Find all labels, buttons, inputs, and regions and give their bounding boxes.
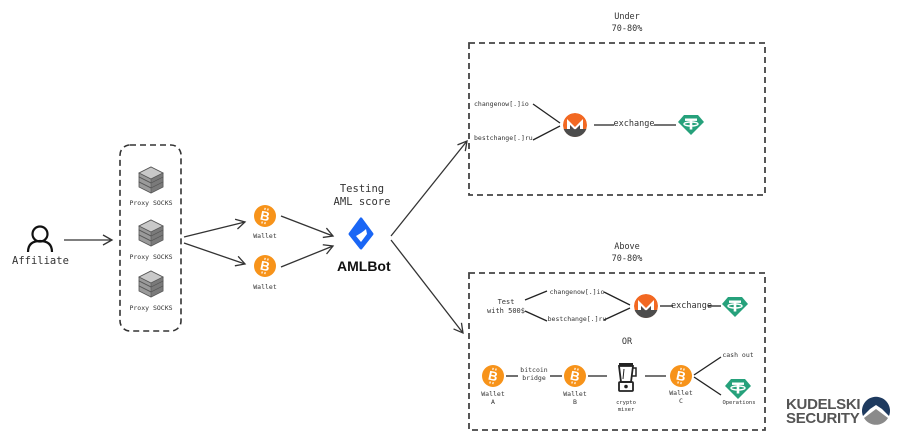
affiliate-label: Affiliate <box>12 255 69 267</box>
wallet-a-line1: Wallet <box>481 390 505 398</box>
proxy-label: Proxy SOCKS <box>129 304 173 312</box>
above-title-line2: 70-80% <box>611 254 643 264</box>
kudelski-logo-icon <box>862 396 890 425</box>
test-label-line2: with 500$ <box>487 307 525 315</box>
amlbot-caption-line2: AML score <box>333 196 391 208</box>
monero-icon <box>562 113 588 139</box>
source-changenow: changenow[.]io <box>474 100 529 108</box>
blender-mixer-icon <box>617 363 637 392</box>
mixer-line1: crypto <box>616 400 636 406</box>
kudelski-brand-line1: KUDELSKI <box>786 396 861 413</box>
exchange-label: exchange <box>671 301 712 311</box>
server-stack-icon <box>138 219 164 247</box>
edge-wallet2-amlbot <box>280 244 335 268</box>
proxy-label: Proxy SOCKS <box>129 253 173 261</box>
under-title-line2: 70-80% <box>611 24 643 34</box>
under-title-line1: Under <box>614 12 640 22</box>
bitcoin-icon <box>481 364 505 388</box>
edge-bestchange-monero-2 <box>603 307 631 321</box>
cash-out-label: cash out <box>722 351 754 359</box>
exchange-label: exchange <box>613 119 655 129</box>
amlbot-caption-line1: Testing <box>339 183 385 195</box>
wallet-b-line2: B <box>573 398 577 406</box>
wallet-a-line2: A <box>491 398 495 406</box>
edge-test-changenow <box>524 290 548 301</box>
source-bestchange: bestchange[.]ru <box>547 315 607 323</box>
or-label: OR <box>621 337 633 347</box>
bitcoin-icon <box>563 364 587 388</box>
amlbot-name: AMLBot <box>337 258 391 274</box>
edge-changenow-monero <box>532 103 561 124</box>
edge-wallet1-amlbot <box>280 215 335 239</box>
edge-walletC-cashout <box>693 356 722 376</box>
bridge-line2: bridge <box>522 374 546 382</box>
wallet-label: Wallet <box>253 232 277 240</box>
edge-bestchange-monero <box>532 125 561 141</box>
edge-proxy-wallet1 <box>183 218 247 238</box>
wallet-b-line1: Wallet <box>563 390 587 398</box>
mixer-line2: mixer <box>617 407 635 413</box>
edge-amlbot-under <box>390 139 468 237</box>
bitcoin-icon <box>669 364 693 388</box>
source-changenow: changenow[.]io <box>549 288 605 296</box>
bridge-line1: bitcoin <box>520 366 548 374</box>
server-stack-icon <box>138 270 164 298</box>
amlbot-logo-icon <box>348 217 374 250</box>
edge-walletC-operations <box>693 376 722 396</box>
edge-proxy-wallet2 <box>183 242 247 267</box>
kudelski-brand-line2: SECURITY <box>786 410 860 427</box>
user-icon <box>26 225 54 253</box>
edge-test-bestchange <box>524 310 548 322</box>
source-bestchange: bestchange[.]ru <box>474 134 533 142</box>
wallet-c-line1: Wallet <box>669 389 693 397</box>
wallet-label: Wallet <box>253 283 277 291</box>
operations-label: Operations <box>722 400 756 406</box>
above-threshold-box <box>468 272 766 431</box>
proxy-group-box <box>119 144 182 332</box>
bitcoin-icon <box>253 254 277 278</box>
proxy-label: Proxy SOCKS <box>129 199 173 207</box>
tether-icon <box>721 296 749 318</box>
tether-icon <box>677 114 705 136</box>
edge-changenow-monero-2 <box>603 291 631 306</box>
under-threshold-box <box>468 42 766 196</box>
monero-icon <box>633 294 659 320</box>
tether-icon <box>724 378 752 400</box>
wallet-c-line2: C <box>679 397 683 405</box>
test-label-line1: Test <box>497 298 515 306</box>
server-stack-icon <box>138 166 164 194</box>
above-title-line1: Above <box>614 242 640 252</box>
bitcoin-icon <box>253 204 277 228</box>
edge-amlbot-above <box>390 239 464 335</box>
